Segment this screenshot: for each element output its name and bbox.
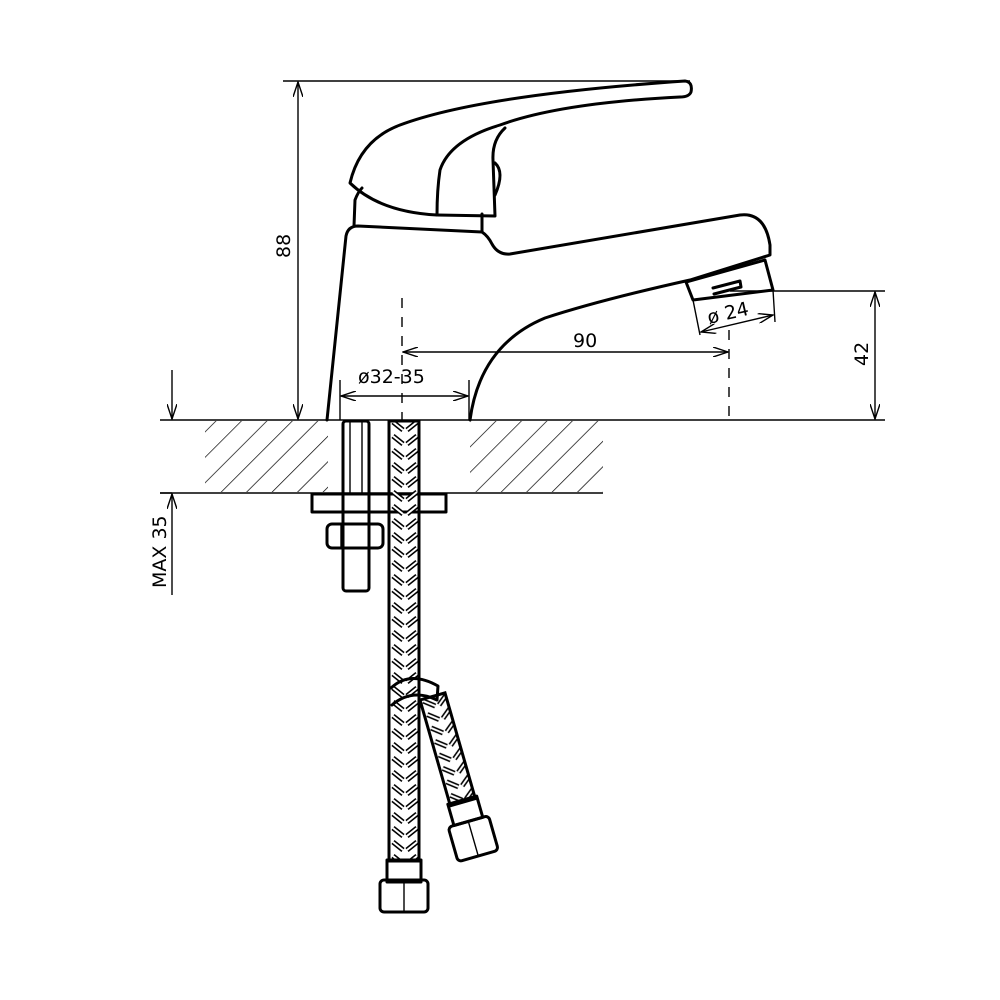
flexible-hoses [378, 419, 499, 914]
label-spout-height: 42 [851, 342, 873, 366]
hose-branch [418, 690, 499, 863]
hatch-right [470, 421, 603, 492]
label-height: 88 [273, 234, 295, 258]
dimensions [160, 80, 885, 595]
label-hole-diameter: ø32-35 [358, 366, 425, 388]
label-spout-reach: 90 [573, 330, 597, 352]
nut [325, 522, 385, 550]
aerator [684, 258, 775, 302]
countertop [160, 419, 885, 494]
hatch-left [205, 421, 328, 492]
washer [310, 492, 448, 514]
threaded-stud [341, 419, 371, 593]
mounting-hardware [310, 419, 448, 593]
hose-main [387, 419, 421, 863]
lever-handle [348, 79, 693, 217]
label-max-thickness: MAX 35 [149, 515, 171, 588]
label-aerator-diameter: ø 24 [705, 298, 751, 329]
